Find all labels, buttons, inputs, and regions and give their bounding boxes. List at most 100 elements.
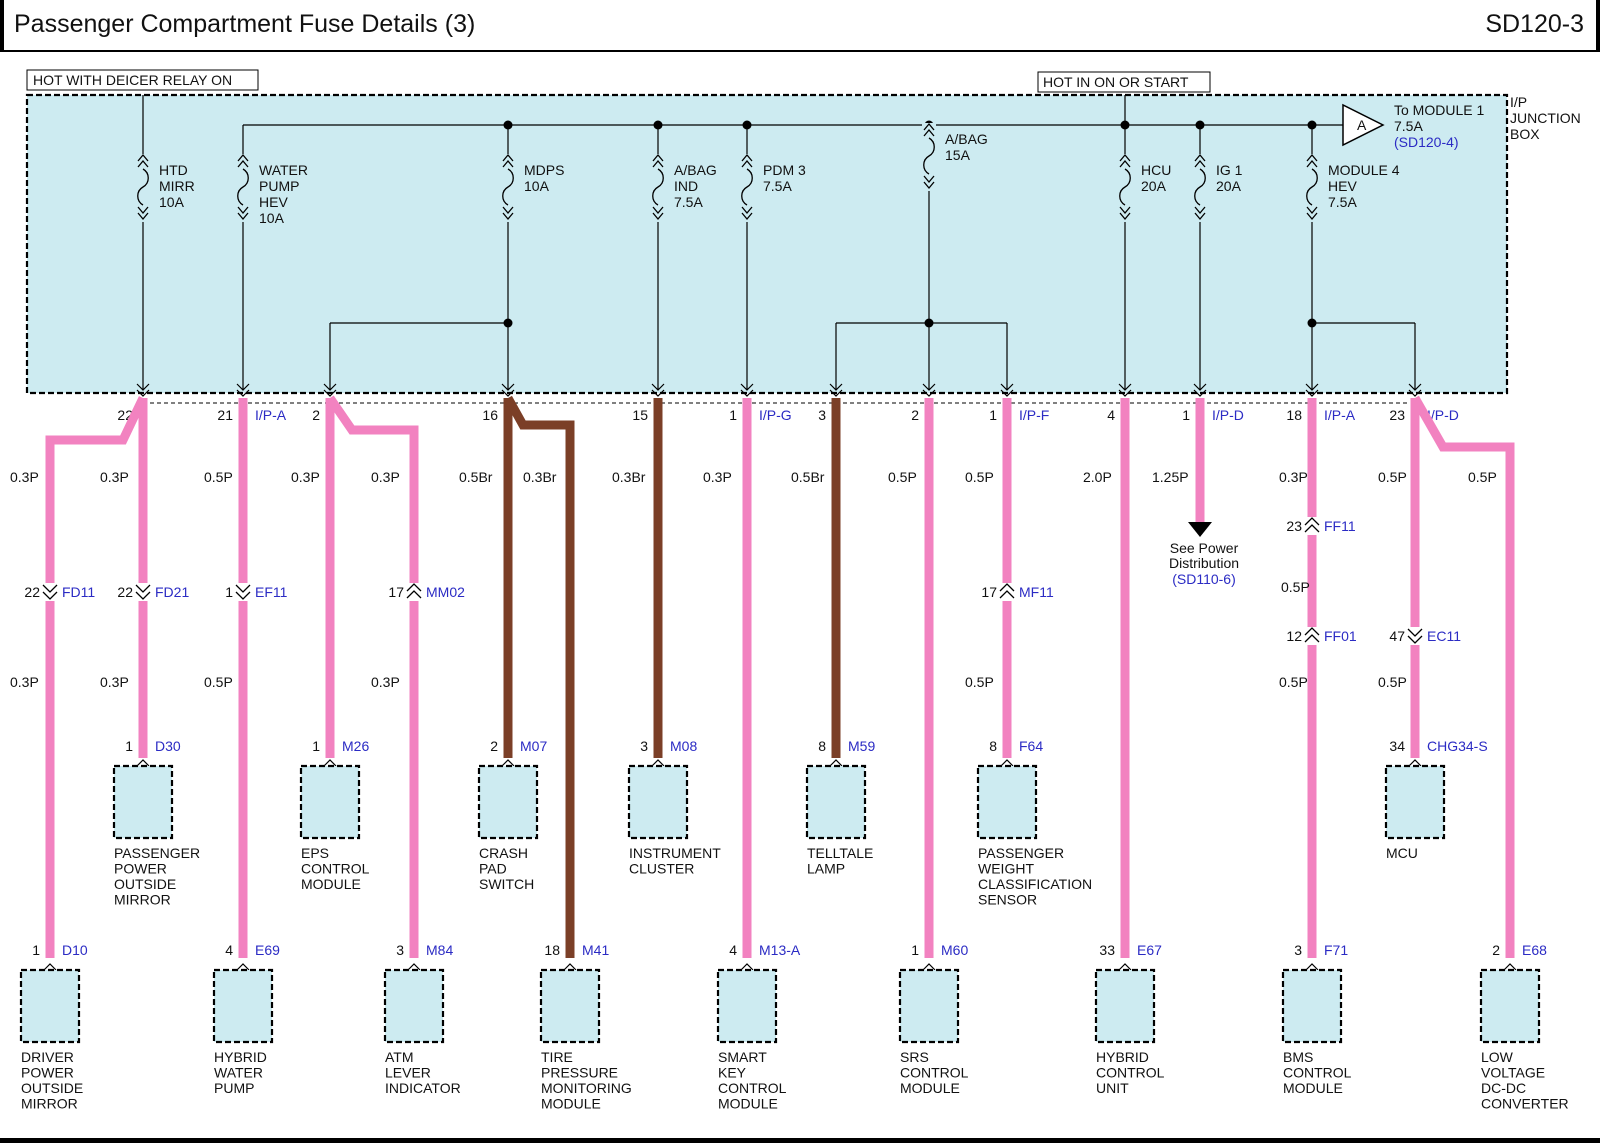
inline-connector-symbol — [235, 584, 251, 600]
inline-pin: 22 — [117, 584, 133, 600]
fuse-label: 10A — [524, 178, 550, 194]
fuse-label: PDM 3 — [763, 162, 806, 178]
inline-pin: 17 — [981, 584, 997, 600]
component-connector-id: F64 — [1019, 738, 1043, 754]
wire-spec: 0.5P — [1279, 674, 1308, 690]
component-pin-terminal — [501, 759, 515, 767]
wire-spec: 0.5P — [1468, 469, 1497, 485]
component-box — [112, 764, 174, 840]
component-name: CONTROL — [718, 1080, 787, 1096]
pin-number: 4 — [1107, 407, 1115, 423]
inline-connector-id: FF01 — [1324, 628, 1357, 644]
component-name: WATER — [214, 1065, 263, 1081]
fuse-label: 15A — [945, 147, 971, 163]
wire — [326, 395, 419, 958]
component-name: MODULE — [718, 1096, 778, 1112]
component-box — [1094, 968, 1156, 1044]
component-box — [299, 764, 361, 840]
component-connector-id: M59 — [848, 738, 875, 754]
component-name: CLUSTER — [629, 861, 694, 877]
component-pin-terminal — [407, 963, 421, 971]
component-pin-terminal — [1118, 963, 1132, 971]
fuse-label: 20A — [1141, 178, 1167, 194]
component-name: CONTROL — [900, 1065, 969, 1081]
component-name: UNIT — [1096, 1080, 1129, 1096]
component-name: PUMP — [214, 1080, 254, 1096]
fuse-symbol — [652, 153, 664, 221]
component-connector-id: M26 — [342, 738, 369, 754]
wire-spec: 0.3P — [371, 469, 400, 485]
wire-spec: 1.25P — [1152, 469, 1189, 485]
component-pin: 4 — [729, 942, 737, 958]
component-name: WEIGHT — [978, 861, 1034, 877]
component-name: MIRROR — [114, 892, 171, 908]
component-name: SWITCH — [479, 876, 534, 892]
component-box — [383, 968, 445, 1044]
fuse-label: MODULE 4 — [1328, 162, 1400, 178]
fuse-label: MDPS — [524, 162, 564, 178]
component-pin-terminal — [922, 963, 936, 971]
component-name: INDICATOR — [385, 1080, 461, 1096]
component-name: CRASH — [479, 845, 528, 861]
wire-spec: 0.3P — [10, 469, 39, 485]
component-pin-terminal — [43, 963, 57, 971]
hot-deicer-box — [26, 69, 259, 91]
component-box — [1479, 968, 1541, 1044]
inline-connector-id: FF11 — [1324, 518, 1356, 534]
wire-spec: 0.3Br — [612, 469, 646, 485]
component-box — [898, 968, 960, 1044]
inline-gap — [1304, 627, 1320, 645]
inline-connector-id: EF11 — [255, 584, 288, 600]
component-connector-id: M60 — [941, 942, 968, 958]
component-name: HYBRID — [1096, 1049, 1149, 1065]
component-box — [1384, 764, 1446, 840]
wire-spec: 0.5P — [965, 469, 994, 485]
fuse-gap — [740, 154, 754, 222]
connector-id: I/P-D — [1427, 407, 1459, 423]
component-name: VOLTAGE — [1481, 1065, 1545, 1081]
component-connector-id: E69 — [255, 942, 280, 958]
component-pin: 8 — [989, 738, 997, 754]
component-name: CLASSIFICATION — [978, 876, 1092, 892]
component-pin-terminal — [1305, 963, 1319, 971]
splice-dot — [1307, 120, 1317, 130]
wire-spec: 2.0P — [1083, 469, 1112, 485]
wire-spec: 0.3P — [1279, 469, 1308, 485]
component-pin-terminal — [1503, 963, 1517, 971]
component-connector-id: E67 — [1137, 942, 1162, 958]
pin-number: 23 — [1389, 407, 1405, 423]
fuse-gap — [1193, 154, 1207, 222]
wire-spec: 0.3P — [703, 469, 732, 485]
module-ref-triangle — [1342, 103, 1385, 147]
hot-on-start-label: HOT IN ON OR START — [1043, 74, 1189, 90]
fuse-label: 7.5A — [763, 178, 792, 194]
hot-deicer-label: HOT WITH DEICER RELAY ON — [33, 72, 232, 88]
inline-connector-symbol — [1304, 517, 1320, 533]
component-name: PASSENGER — [978, 845, 1064, 861]
component-name: SMART — [718, 1049, 767, 1065]
pin-number: 2 — [312, 407, 320, 423]
component-connector-id: D30 — [155, 738, 181, 754]
component-name: LOW — [1481, 1049, 1514, 1065]
component-pin: 2 — [1492, 942, 1500, 958]
fuse-symbol — [923, 122, 935, 190]
component-box — [212, 968, 274, 1044]
page-code: SD120-3 — [1485, 10, 1584, 38]
page-title: Passenger Compartment Fuse Details (3) — [14, 10, 476, 38]
pin-terminal — [1408, 383, 1422, 397]
pin-terminal — [323, 383, 337, 397]
wire-spec: 0.3P — [291, 469, 320, 485]
component-name: MONITORING — [541, 1080, 632, 1096]
pin-number: 15 — [632, 407, 648, 423]
component-pin: 1 — [911, 942, 919, 958]
fuse-gap — [136, 154, 150, 222]
component-connector-id: CHG34-S — [1427, 738, 1488, 754]
component-name: PAD — [479, 861, 507, 877]
component-name: CONTROL — [1283, 1065, 1352, 1081]
splice-dot — [653, 120, 663, 130]
component-name: OUTSIDE — [114, 876, 176, 892]
connector-id: I/P-A — [255, 407, 287, 423]
wire-spec: 0.5Br — [459, 469, 493, 485]
component-connector-id: M07 — [520, 738, 547, 754]
pin-number: 16 — [482, 407, 498, 423]
